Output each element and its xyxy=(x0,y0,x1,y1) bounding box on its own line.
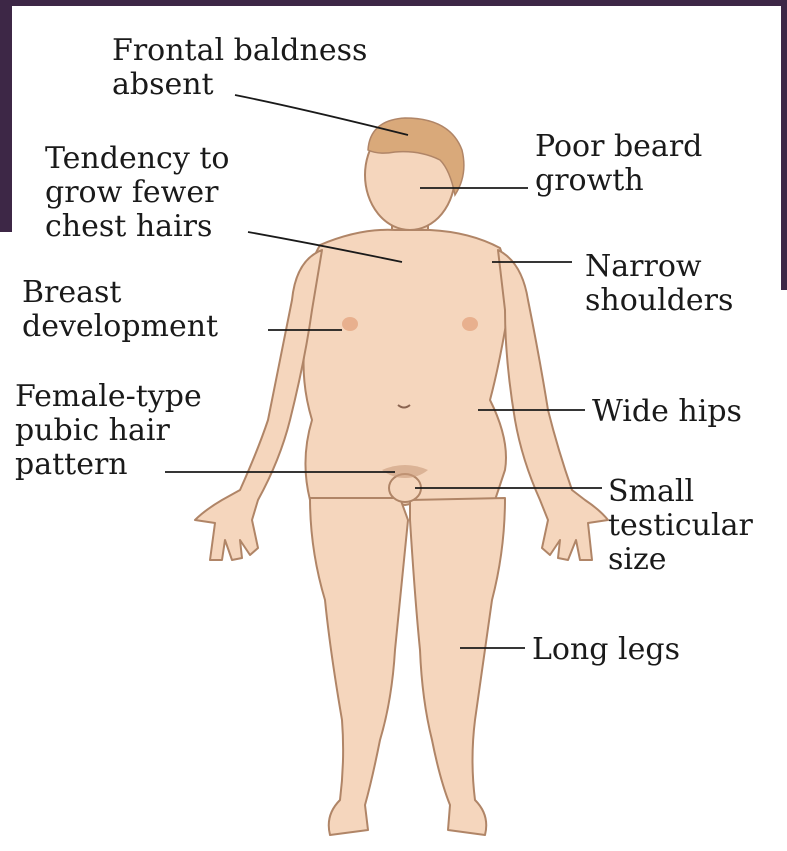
right-leg xyxy=(410,498,505,835)
label-hips: Wide hips xyxy=(592,395,742,429)
left-leg xyxy=(310,498,408,835)
right-nipple xyxy=(462,317,478,331)
label-testicular: Small testicular size xyxy=(608,475,753,577)
label-chest-hair: Tendency to grow fewer chest hairs xyxy=(45,142,229,244)
label-legs: Long legs xyxy=(532,633,680,667)
label-breast: Breast development xyxy=(22,276,218,344)
left-nipple xyxy=(342,317,358,331)
torso xyxy=(302,230,509,505)
label-shoulders: Narrow shoulders xyxy=(585,250,733,318)
label-beard: Poor beard growth xyxy=(535,130,702,198)
label-frontal-baldness: Frontal baldness absent xyxy=(112,34,367,102)
label-pubic-hair: Female-type pubic hair pattern xyxy=(15,380,202,482)
